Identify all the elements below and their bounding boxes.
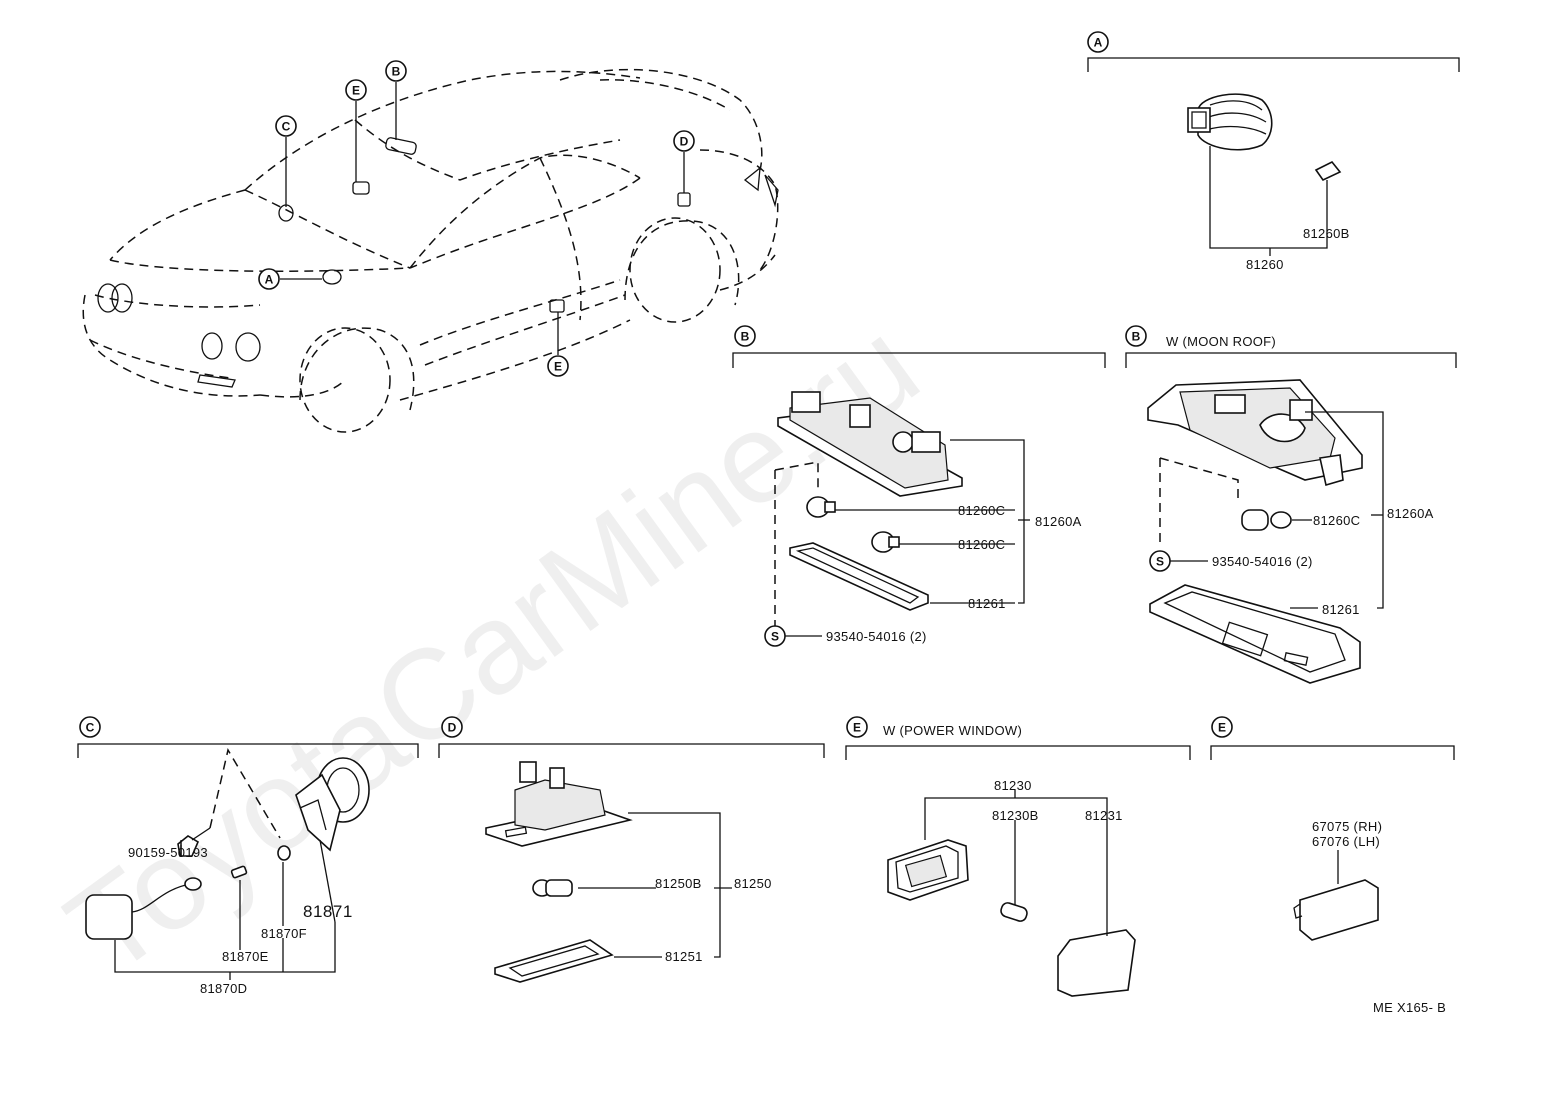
bulb-81260c-a [806, 496, 836, 518]
label-67076-lh: 67076 (LH) [1312, 834, 1380, 849]
car-callout-leaders [280, 82, 685, 355]
car-callout-d: D [673, 130, 695, 152]
lens-81260b [1314, 160, 1342, 182]
section-b-bracket [732, 352, 1106, 368]
section-e2-callout [1211, 716, 1233, 738]
lens-81231 [1057, 929, 1136, 997]
car-overview: B E C D A E [82, 60, 779, 433]
luggage-room-lamp [485, 761, 633, 847]
svg-text:E: E [853, 721, 861, 735]
label-93540-54016: 93540-54016 (2) [826, 629, 927, 644]
label-81260a-moon: 81260A [1387, 506, 1434, 521]
svg-text:D: D [680, 135, 689, 149]
section-e1-bracket [845, 745, 1191, 760]
label-93540-54016-moon: 93540-54016 (2) [1212, 554, 1313, 569]
section-b2-callout [1125, 325, 1147, 347]
label-81260c-2: 81260C [958, 537, 1005, 552]
label-81250b: 81250B [655, 876, 702, 891]
label-81870e: 81870E [222, 949, 269, 964]
bulb-81230b [1000, 902, 1028, 922]
clip-81870e [230, 865, 248, 879]
section-c-bracket [77, 743, 419, 758]
label-81261: 81261 [968, 596, 1006, 611]
lens-81261 [789, 542, 929, 611]
label-81260c-1: 81260C [958, 503, 1005, 518]
section-b2-bracket [1125, 352, 1457, 368]
svg-text:C: C [282, 120, 291, 134]
label-90159-50193: 90159-50193 [128, 845, 208, 860]
svg-text:B: B [741, 330, 750, 344]
section-e2-bracket [1210, 745, 1455, 760]
diagram-reference-code: ME X165- B [1373, 1000, 1446, 1015]
label-81260b: 81260B [1303, 226, 1350, 241]
car-callout-e-roof: E [345, 79, 367, 101]
car-callout-c: C [275, 115, 297, 137]
car-callout-e-door: E [547, 355, 569, 377]
section-b-callout [734, 325, 756, 347]
label-81870d: 81870D [200, 981, 247, 996]
svg-text:D: D [448, 721, 457, 735]
svg-text:E: E [352, 84, 360, 98]
car-callout-b: B [385, 60, 407, 82]
bulb-81260c-moon [1241, 509, 1292, 531]
door-courtesy-cover [1299, 879, 1379, 941]
dome-lamp-housing [777, 391, 963, 497]
section-b-standard: B 81260C 81260C 81260A 8 [732, 325, 1106, 647]
label-81871: 81871 [303, 902, 353, 921]
lens-81251 [494, 939, 614, 983]
section-a-bracket [1087, 57, 1460, 72]
label-81260: 81260 [1246, 257, 1284, 272]
section-e1-callout [846, 716, 868, 738]
section-b2-title: W (MOON ROOF) [1166, 334, 1276, 349]
car-body-outline [82, 68, 779, 433]
label-67075-rh: 67075 (RH) [1312, 819, 1382, 834]
section-e1-title: W (POWER WINDOW) [883, 723, 1022, 738]
svg-text:A: A [1094, 36, 1103, 50]
courtesy-lamp-81230 [887, 839, 969, 901]
label-81250: 81250 [734, 876, 772, 891]
lens-81261-moon [1149, 584, 1361, 684]
section-a: A 81260B 81260 [1087, 31, 1460, 272]
label-81870f: 81870F [261, 926, 307, 941]
section-d: D 81250B 81250 81251 [438, 716, 825, 983]
section-c: C 90159-50193 81871 81870 [77, 716, 419, 996]
section-b-moon-roof: B W (MOON ROOF) 81260C 81260A 81261 S [1125, 325, 1457, 684]
label-81231: 81231 [1085, 808, 1123, 823]
switch-plug [85, 877, 202, 940]
moon-roof-lamp-housing [1147, 379, 1363, 487]
label-81260c-moon: 81260C [1313, 513, 1360, 528]
section-d-callout [441, 716, 463, 738]
label-81261-moon: 81261 [1322, 602, 1360, 617]
section-d-bracket [438, 743, 825, 758]
svg-text:C: C [86, 721, 95, 735]
svg-text:E: E [1218, 721, 1226, 735]
bulb-81870f [277, 845, 291, 861]
label-81230b: 81230B [992, 808, 1039, 823]
svg-text:B: B [392, 65, 401, 79]
svg-text:B: B [1132, 330, 1141, 344]
car-callout-a: A [258, 268, 280, 290]
bulb-81250b [532, 879, 573, 897]
label-81260a: 81260A [1035, 514, 1082, 529]
bulb-81260c-b [871, 531, 900, 553]
screw-90159 [177, 827, 211, 857]
svg-text:E: E [554, 360, 562, 374]
svg-text:A: A [265, 273, 274, 287]
label-81230: 81230 [994, 778, 1032, 793]
svg-text:S: S [1156, 555, 1164, 569]
section-a-callout [1087, 31, 1109, 53]
ignition-key-cylinder-light [295, 757, 370, 852]
section-c-callout [79, 716, 101, 738]
label-81251: 81251 [665, 949, 703, 964]
map-lamp-assembly [1187, 93, 1273, 151]
section-e-standard: E 67075 (RH) 67076 (LH) [1210, 716, 1455, 941]
section-e-power-window: E W (POWER WINDOW) 81230 81230B 81231 [845, 716, 1191, 997]
svg-text:S: S [771, 630, 779, 644]
